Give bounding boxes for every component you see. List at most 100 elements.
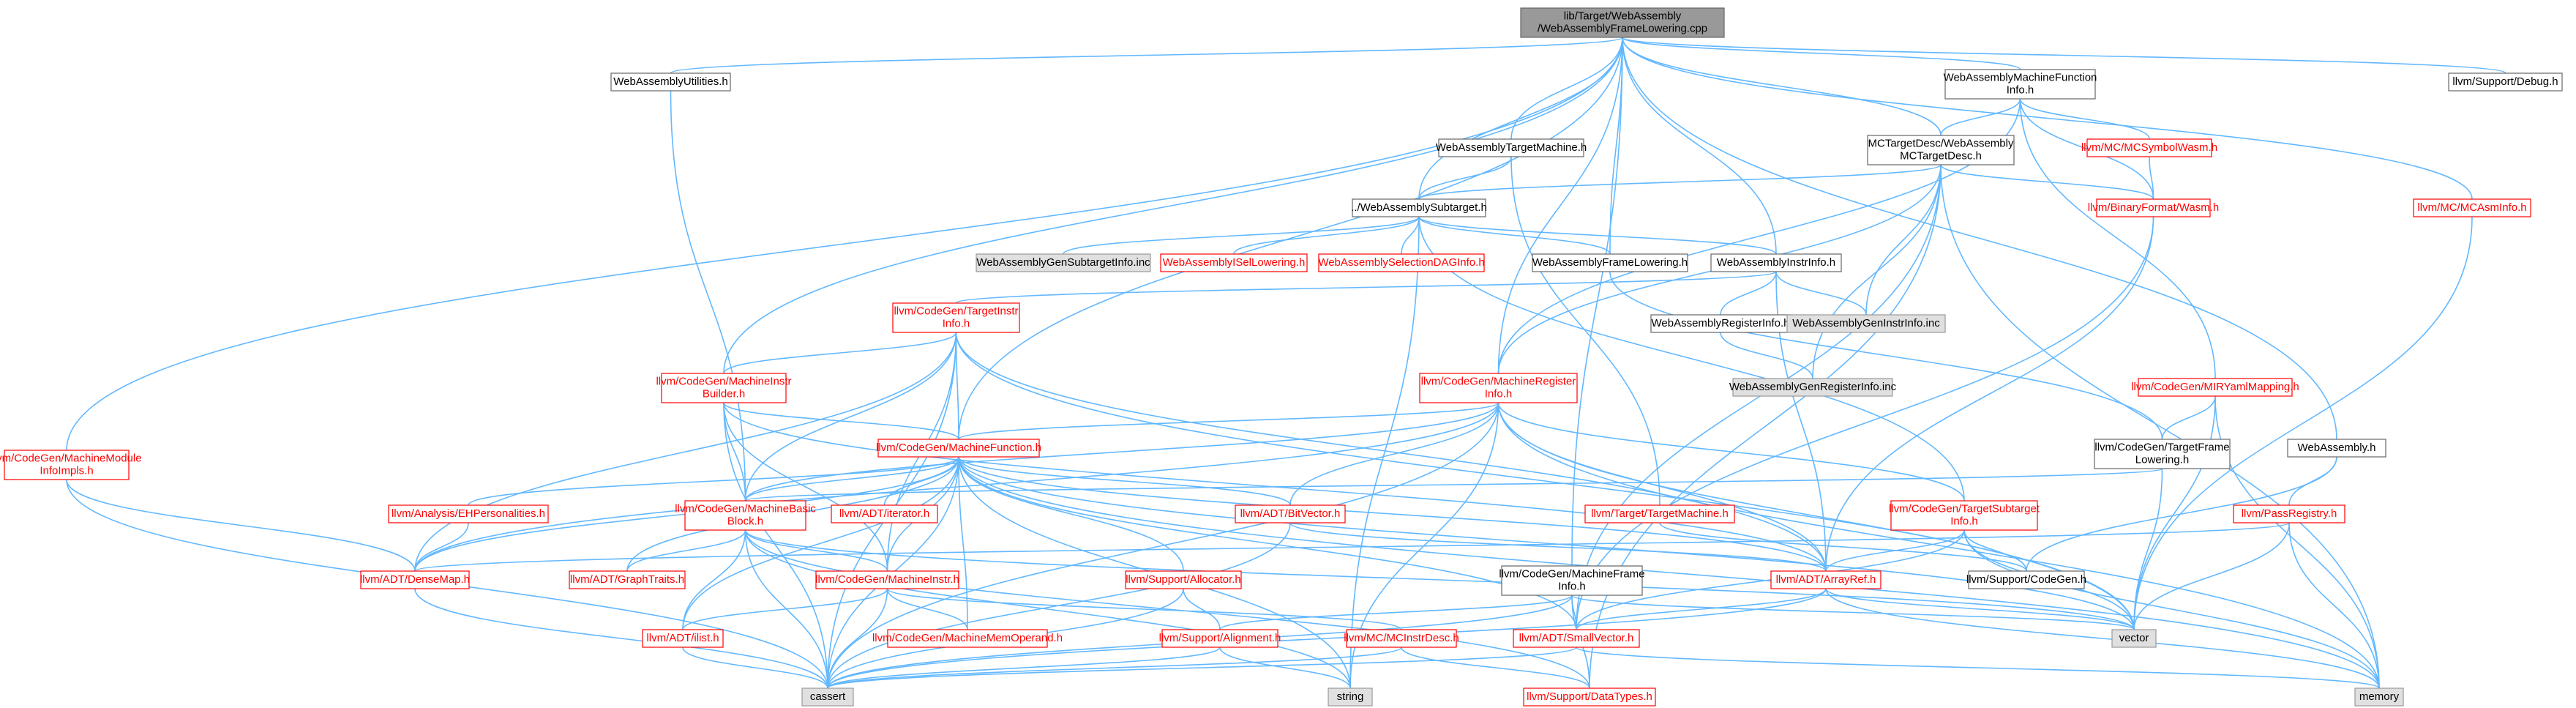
node-utilities[interactable]: WebAssemblyUtilities.h [610,72,731,92]
edge-mcsw-to-bfw [2149,156,2157,206]
edge-root-to-subtarget [1415,37,1623,206]
node-ehp[interactable]: llvm/Analysis/EHPersonalities.h [388,504,549,523]
node-graphtraits[interactable]: llvm/ADT/GraphTraits.h [569,570,686,589]
node-reginfo[interactable]: WebAssemblyRegisterInfo.h [1650,314,1791,333]
edge-mi-to-cassert [824,588,888,695]
node-label-smallvec: llvm/ADT/SmallVector.h [1519,632,1634,644]
node-align[interactable]: llvm/Support/Alignment.h [1159,629,1281,648]
edge-arrayref-to-vector [1825,588,2138,636]
node-box-tii [892,302,1020,333]
node-label-mib: Builder.h [703,387,745,400]
node-mcai[interactable]: llvm/MC/MCAsmInfo.h [2413,198,2531,217]
edge-arrayref-to-smallvec [1573,588,1827,636]
node-mcsw[interactable]: llvm/MC/MCSymbolWasm.h [2081,138,2217,157]
node-label-cassert: cassert [810,690,846,703]
node-box-instrinfo [1710,253,1842,272]
node-label-mcsw: llvm/MC/MCSymbolWasm.h [2081,141,2217,154]
node-bfw[interactable]: llvm/BinaryFormat/Wasm.h [2088,198,2219,217]
node-label-bfw: llvm/BinaryFormat/Wasm.h [2088,201,2219,214]
node-box-mib [661,373,787,403]
node-mi[interactable]: llvm/CodeGen/MachineInstr.h [815,570,959,589]
node-mcid[interactable]: llvm/MC/MCInstrDesc.h [1344,629,1459,648]
node-box-mbb [684,500,806,531]
node-mf[interactable]: llvm/CodeGen/MachineFunction.h [876,439,1041,458]
node-seldag[interactable]: WebAssemblySelectionDAGInfo.h [1318,253,1485,272]
node-box-arrayref [1770,570,1882,589]
edge-mf-to-ehp [465,456,959,512]
node-box-geninstr [1786,314,1946,333]
node-arrayref[interactable]: llvm/ADT/ArrayRef.h [1770,570,1882,589]
node-box-genreg [1732,378,1893,397]
node-iter[interactable]: llvm/ADT/iterator.h [831,504,938,523]
node-label-mfi: WebAssemblyMachineFunction [1944,71,2097,83]
node-box-ehp [388,504,549,523]
node-box-ilist [642,629,724,648]
node-cassert: cassert [801,687,854,707]
node-fl[interactable]: WebAssemblyFrameLowering.h [1532,253,1688,272]
node-box-tfl [2094,439,2231,469]
node-box-wasmh [2287,439,2386,458]
edge-mf-to-mbb [742,456,959,507]
node-label-isel: WebAssemblyISelLowering.h [1163,256,1306,269]
edge-tfl-to-mbb [741,468,2163,507]
edge-mbb-to-datatypes [744,529,1593,695]
edge-fl-to-tfl [1609,271,2165,446]
node-label-reginfo: WebAssemblyRegisterInfo.h [1652,317,1790,329]
node-layer: lib/Target/WebAssembly/WebAssemblyFrameL… [0,7,2563,707]
node-label-ilist: llvm/ADT/ilist.h [646,632,719,644]
node-box-iter [831,504,938,523]
node-label-mib: llvm/CodeGen/MachineInstr [656,375,791,387]
node-smallvec[interactable]: llvm/ADT/SmallVector.h [1513,629,1640,648]
node-datatypes[interactable]: llvm/Support/DataTypes.h [1523,687,1656,707]
node-box-mcid [1346,629,1457,648]
node-densemap[interactable]: llvm/ADT/DenseMap.h [360,570,470,589]
node-mir[interactable]: llvm/CodeGen/MIRYamlMapping.h [2131,378,2299,397]
node-alloc[interactable]: llvm/Support/Allocator.h [1125,570,1242,589]
node-box-align [1161,629,1278,648]
node-box-mfiframe [1501,565,1643,596]
node-wasmh[interactable]: WebAssembly.h [2287,439,2386,458]
node-label-mri: llvm/CodeGen/MachineRegister [1421,375,1576,387]
node-box-root [1520,7,1725,38]
edge-bfw-to-arrayref [1822,216,2154,578]
node-instrinfo[interactable]: WebAssemblyInstrInfo.h [1710,253,1842,272]
node-codegen[interactable]: llvm/Support/CodeGen.h [1966,570,2086,589]
edge-mf-to-ilist [679,456,959,636]
edge-mfi-to-mir [2019,98,2219,385]
node-subtarget[interactable]: ../WebAssemblySubtarget.h [1351,198,1487,217]
node-label-fl: WebAssemblyFrameLowering.h [1532,256,1688,269]
node-ttm[interactable]: llvm/Target/TargetMachine.h [1584,504,1735,523]
edge-mmii-to-densemap [66,479,419,578]
node-label-wasmh: WebAssembly.h [2298,441,2376,454]
node-box-utilities [610,72,731,92]
node-debug[interactable]: llvm/Support/Debug.h [2448,72,2563,92]
node-label-tfl: llvm/CodeGen/TargetFrame [2094,441,2229,453]
node-box-tsi [1890,500,2038,531]
node-tm[interactable]: WebAssemblyTargetMachine.h [1436,138,1587,157]
node-isel[interactable]: WebAssemblyISelLowering.h [1160,253,1308,272]
edge-mi-to-ilist [679,588,888,636]
node-bitvec[interactable]: llvm/ADT/BitVector.h [1235,504,1346,523]
node-box-memory [2354,687,2404,707]
node-passreg[interactable]: llvm/PassRegistry.h [2233,504,2345,523]
edge-tii-to-arrayref [955,332,1830,578]
edge-mib-to-cassert [723,402,831,695]
node-mmo[interactable]: llvm/CodeGen/MachineMemOperand.h [872,629,1063,648]
node-ilist[interactable]: llvm/ADT/ilist.h [642,629,724,648]
node-label-ehp: llvm/Analysis/EHPersonalities.h [392,507,545,520]
node-box-vector [2111,629,2157,648]
edge-mcai-to-vector [2130,216,2473,636]
node-label-mctd: MCTargetDesc.h [1900,149,1982,162]
node-label-densemap: llvm/ADT/DenseMap.h [360,573,470,586]
node-box-densemap [360,570,470,589]
